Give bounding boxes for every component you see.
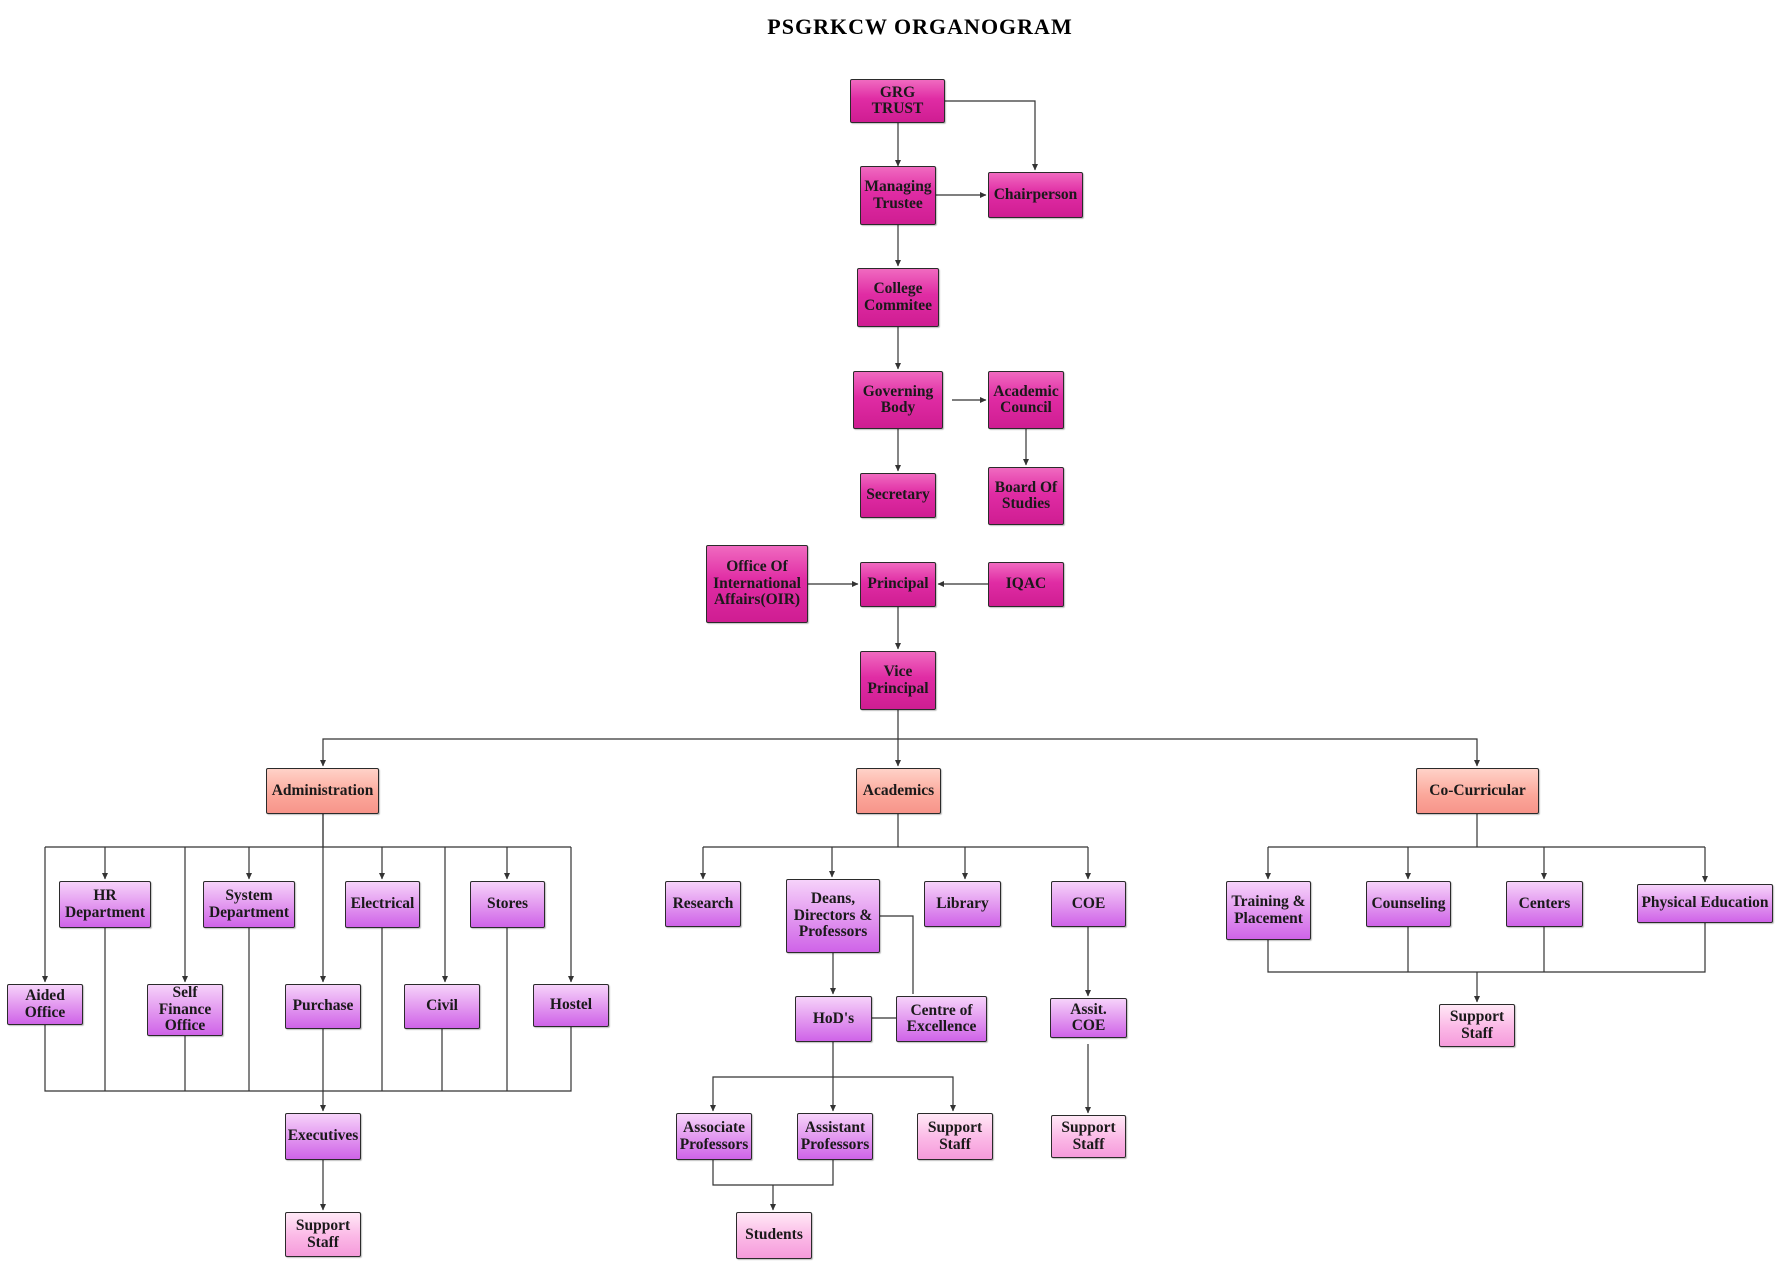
node-electrical[interactable]: Electrical [345,881,420,928]
node-civil[interactable]: Civil [404,984,480,1029]
node-admin-support-staff[interactable]: Support Staff [285,1212,361,1257]
node-chairperson[interactable]: Chairperson [988,172,1083,218]
node-coe[interactable]: COE [1051,881,1126,927]
node-stores[interactable]: Stores [470,881,545,928]
node-vice-principal[interactable]: Vice Principal [860,651,936,710]
node-assistant-professors[interactable]: Assistant Professors [797,1113,873,1160]
node-students[interactable]: Students [736,1212,812,1259]
node-aided-office[interactable]: Aided Office [7,984,83,1025]
node-academic-support-staff[interactable]: Support Staff [917,1113,993,1160]
node-managing-trustee[interactable]: Managing Trustee [860,166,936,225]
node-centre-of-excellence[interactable]: Centre of Excellence [896,996,987,1042]
node-academics[interactable]: Academics [856,768,941,814]
node-hostel[interactable]: Hostel [533,984,609,1027]
node-self-finance-office[interactable]: Self Finance Office [147,984,223,1036]
node-associate-professors[interactable]: Associate Professors [676,1113,752,1160]
node-system-department[interactable]: System Department [203,881,295,928]
node-oir[interactable]: Office Of International Affairs(OIR) [706,545,808,623]
node-executives[interactable]: Executives [285,1113,361,1160]
node-training-placement[interactable]: Training & Placement [1226,881,1311,940]
node-library[interactable]: Library [924,881,1001,927]
node-administration[interactable]: Administration [266,768,379,814]
node-iqac[interactable]: IQAC [988,562,1064,607]
node-hods[interactable]: HoD's [795,996,872,1042]
node-hr-department[interactable]: HR Department [59,881,151,928]
diagram-title: PSGRKCW ORGANOGRAM [767,14,1073,39]
node-college-committee[interactable]: College Commitee [857,268,939,327]
node-principal[interactable]: Principal [860,562,936,607]
node-centers[interactable]: Centers [1506,881,1583,927]
node-deans-directors-professors[interactable]: Deans, Directors & Professors [786,879,880,953]
node-academic-council[interactable]: Academic Council [988,371,1064,429]
node-cocurricular-support-staff[interactable]: Support Staff [1439,1004,1515,1047]
node-research[interactable]: Research [665,881,741,927]
node-counseling[interactable]: Counseling [1366,881,1451,927]
node-grg-trust[interactable]: GRG TRUST [850,79,945,123]
node-purchase[interactable]: Purchase [285,984,361,1029]
node-governing-body[interactable]: Governing Body [853,371,943,429]
node-coe-support-staff[interactable]: Support Staff [1051,1115,1126,1158]
node-secretary[interactable]: Secretary [860,473,936,518]
node-physical-education[interactable]: Physical Education [1637,884,1773,923]
node-co-curricular[interactable]: Co-Curricular [1416,768,1539,814]
node-board-of-studies[interactable]: Board Of Studies [988,467,1064,525]
node-assit-coe[interactable]: Assit. COE [1050,998,1127,1038]
